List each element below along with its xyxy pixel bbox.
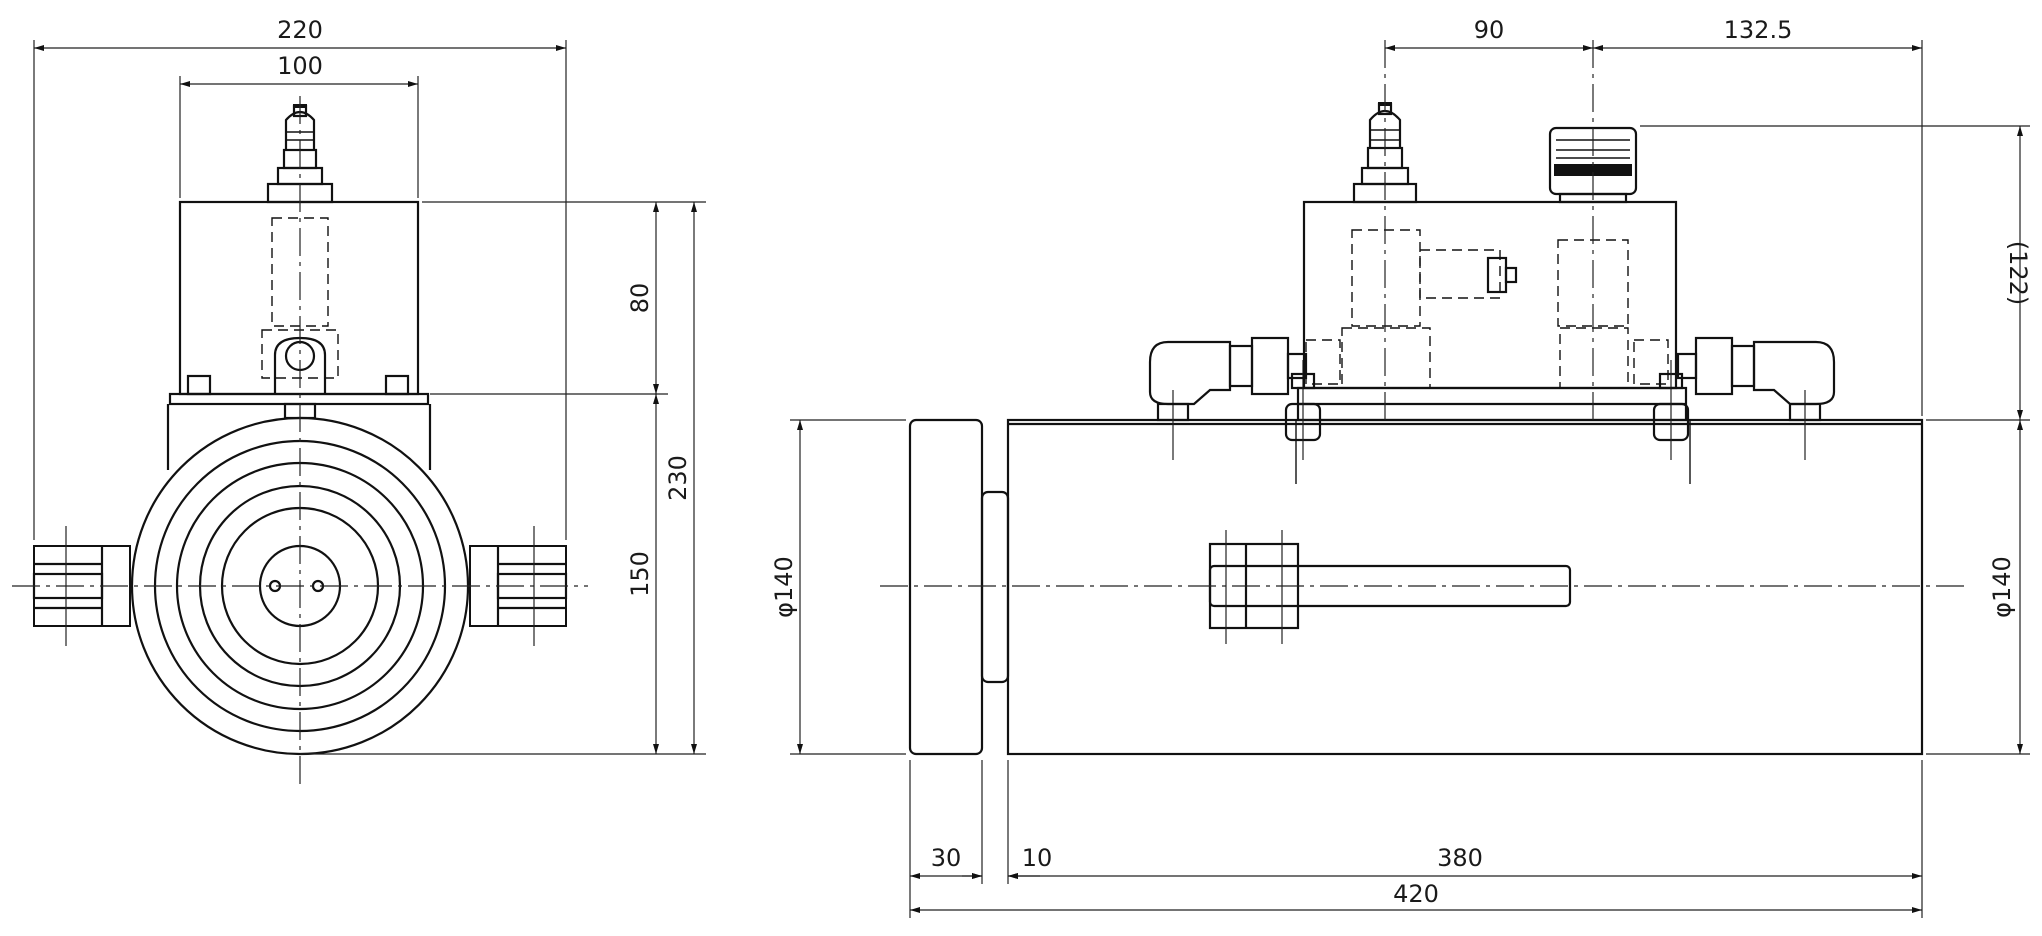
dim-front-height-overall: 230 — [664, 455, 692, 501]
side-elbow-right — [1676, 336, 1836, 406]
front-view — [12, 96, 588, 790]
dim-side-fitting-offset: 90 — [1474, 16, 1505, 44]
dim-front-width-overall: 220 — [277, 16, 323, 44]
side-valve-block — [1302, 200, 1678, 390]
front-bolt-right — [384, 374, 410, 396]
side-view — [880, 40, 1966, 756]
dim-side-flange-thk: 30 — [931, 844, 962, 872]
side-hidden-fittings — [1305, 229, 1669, 389]
dim-side-body-length: 380 — [1437, 844, 1483, 872]
dim-front-width-block: 100 — [277, 52, 323, 80]
side-stud — [1486, 256, 1508, 294]
side-main-cylinder — [1006, 418, 1924, 756]
side-elbow-left — [1148, 336, 1308, 406]
dim-front-height-block: 80 — [626, 283, 654, 314]
side-dimensions: 90 132.5 (122) φ140 φ140 30 10 380 420 — [770, 16, 2032, 918]
side-guide-slot — [1208, 530, 1572, 644]
front-saddle — [166, 404, 432, 470]
dim-side-height-ref: (122) — [2004, 241, 2032, 306]
dim-side-diameter-right: φ140 — [1988, 556, 2016, 618]
dim-side-connector-offset: 132.5 — [1724, 16, 1793, 44]
front-dimensions: 220 100 80 150 230 — [33, 16, 706, 755]
front-valve-block — [178, 200, 420, 396]
front-bolt-left — [186, 374, 212, 396]
dim-side-total-length: 420 — [1393, 880, 1439, 908]
side-end-flange — [908, 418, 984, 756]
side-piston-collar — [980, 490, 1010, 684]
dim-front-height-body: 150 — [626, 551, 654, 597]
front-base-plate — [168, 392, 430, 406]
dim-side-gap: 10 — [1022, 844, 1053, 872]
dim-side-diameter-left: φ140 — [770, 556, 798, 618]
